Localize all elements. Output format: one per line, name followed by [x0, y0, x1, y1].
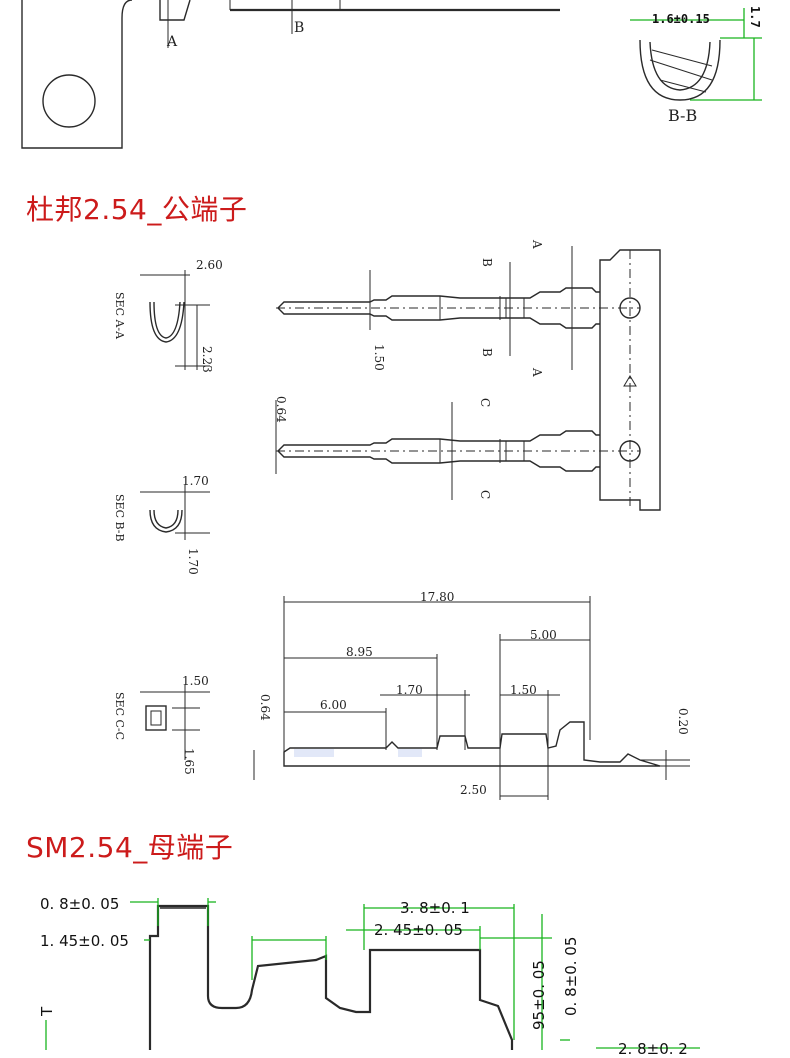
sec-bb-caption: SEC B-B [113, 494, 126, 542]
sm-dim-e: 0. 8±0. 05 [562, 936, 580, 1016]
sm-dim-c: 3. 8±0. 1 [400, 899, 470, 917]
pin-dim-150: 1.50 [372, 344, 386, 371]
sm-drawing [45, 898, 700, 1050]
dupont-drawing [140, 246, 690, 800]
cut-label-b-bottom: B [480, 348, 494, 357]
cut-label-b-top: B [480, 258, 494, 267]
sm-dim-b: 1. 45±0. 05 [40, 932, 129, 950]
sm-heading: SM2.54_母端子 [26, 831, 234, 864]
bb-height-clip: 1.7 [748, 6, 762, 28]
side-dim-020: 0.20 [676, 708, 690, 735]
side-thick-064: 0.64 [258, 694, 272, 721]
cut-label-a-top: A [530, 240, 544, 249]
section-label-a: A [166, 34, 178, 50]
sec-aa-view [140, 270, 210, 370]
side-dim-600: 6.00 [320, 698, 347, 712]
side-dim-250: 2.50 [460, 783, 487, 797]
dupont-heading: 杜邦2.54_公端子 [26, 193, 248, 226]
sec-bb-width: 1.70 [182, 474, 209, 488]
sec-bb-view [140, 485, 210, 540]
mounting-hole [42, 74, 96, 128]
sec-cc-width: 1.50 [182, 674, 209, 688]
bb-caption: B-B [668, 106, 698, 125]
bb-dim-label: 1.6±0.15 [652, 12, 710, 26]
top-fragment-drawing: A B [21, 0, 762, 149]
sm-dim-g: 2. 8±0. 2 [618, 1040, 688, 1058]
side-dim-895: 8.95 [346, 645, 373, 659]
side-dim-150: 1.50 [510, 683, 537, 697]
cut-label-c-top: C [478, 398, 492, 408]
cut-label-a-bottom: A [530, 368, 544, 377]
side-dim-500: 5.00 [530, 628, 557, 642]
sec-aa-caption: SEC A-A [113, 292, 126, 340]
sec-cc-caption: SEC C-C [113, 692, 126, 741]
sm-dim-a: 0. 8±0. 05 [40, 895, 120, 913]
cut-label-c-bottom: C [478, 490, 492, 500]
section-label-b: B [294, 20, 304, 36]
sec-cc-view [140, 685, 210, 760]
sm-dim-h: T [38, 1006, 56, 1016]
sec-aa-height: 2.23 [200, 346, 214, 373]
sm-dim-f: 95±0. 05 [530, 960, 548, 1030]
sec-bb-height: 1.70 [186, 548, 200, 575]
sec-cc-height: 1.65 [182, 748, 196, 775]
plan-view [275, 246, 661, 511]
side-view [253, 596, 690, 800]
sm-dim-d: 2. 45±0. 05 [374, 921, 463, 939]
sec-aa-width: 2.60 [196, 258, 223, 272]
pin-dia-064: 0.64 [274, 396, 288, 423]
side-overall-1780: 17.80 [420, 590, 455, 604]
side-dim-170: 1.70 [396, 683, 423, 697]
